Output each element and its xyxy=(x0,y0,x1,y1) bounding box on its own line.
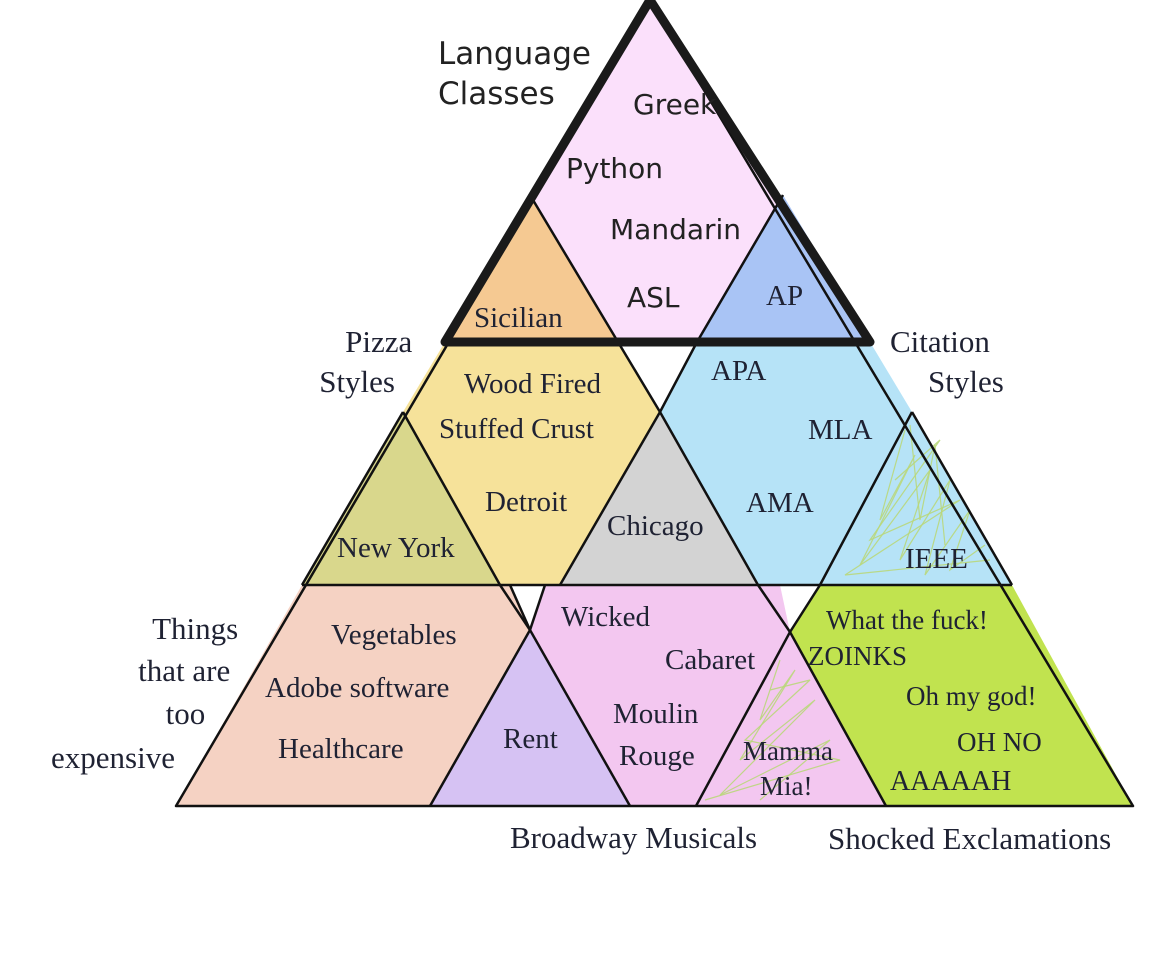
region-chicago xyxy=(560,412,758,585)
category-shocked-exclamations: Shocked Exclamations xyxy=(828,821,1111,856)
item-mandarin: Mandarin xyxy=(610,213,741,246)
item-ieee: IEEE xyxy=(905,543,968,575)
item-wood-fired: Wood Fired xyxy=(464,368,602,400)
item-what-the-fuck: What the fuck! xyxy=(826,605,988,635)
item-detroit: Detroit xyxy=(485,486,567,518)
item-cabaret: Cabaret xyxy=(665,644,755,676)
item-sicilian: Sicilian xyxy=(474,302,563,334)
item-apa: APA xyxy=(711,355,766,387)
category-broadway-musicals: Broadway Musicals xyxy=(510,820,757,855)
item-new-york: New York xyxy=(337,532,455,564)
region-ap xyxy=(697,195,870,342)
item-aaaaah: AAAAAH xyxy=(890,766,1011,797)
item-mla: MLA xyxy=(808,414,873,446)
category-things-too-expensive: Things that are too expensive xyxy=(51,611,246,775)
region-sicilian xyxy=(445,195,618,342)
category-language-classes: Language Classes xyxy=(438,36,601,112)
region-shocked-exclamations xyxy=(790,585,1133,806)
language-classes-outline xyxy=(440,0,875,347)
item-adobe-software: Adobe software xyxy=(265,672,449,704)
item-moulin-rouge: Moulin Rouge xyxy=(613,698,706,772)
item-wicked: Wicked xyxy=(561,601,651,633)
item-ama: AMA xyxy=(746,487,814,519)
item-healthcare: Healthcare xyxy=(278,733,404,765)
item-vegetables: Vegetables xyxy=(331,619,457,651)
item-ap: AP xyxy=(766,280,803,312)
item-oh-no: OH NO xyxy=(957,727,1042,757)
item-chicago: Chicago xyxy=(607,510,704,542)
category-citation-styles: Citation Styles xyxy=(890,324,1004,399)
region-ieee xyxy=(820,412,1012,585)
item-stuffed-crust: Stuffed Crust xyxy=(439,413,594,445)
region-new-york xyxy=(302,412,500,585)
item-rent: Rent xyxy=(503,723,558,755)
item-mamma-mia: Mamma Mia! xyxy=(743,736,840,801)
region-citation-styles xyxy=(660,342,912,585)
item-oh-my-god: Oh my god! xyxy=(906,681,1037,711)
region-things-too-expensive xyxy=(176,585,530,806)
mamma-mia-scribble xyxy=(704,659,841,801)
region-rent xyxy=(430,630,630,806)
item-asl: ASL xyxy=(627,281,680,314)
item-greek: Greek xyxy=(633,88,717,121)
item-zoinks: ZOINKS xyxy=(808,641,907,671)
category-pizza-styles: Pizza Styles xyxy=(319,324,420,399)
item-python: Python xyxy=(566,152,663,185)
